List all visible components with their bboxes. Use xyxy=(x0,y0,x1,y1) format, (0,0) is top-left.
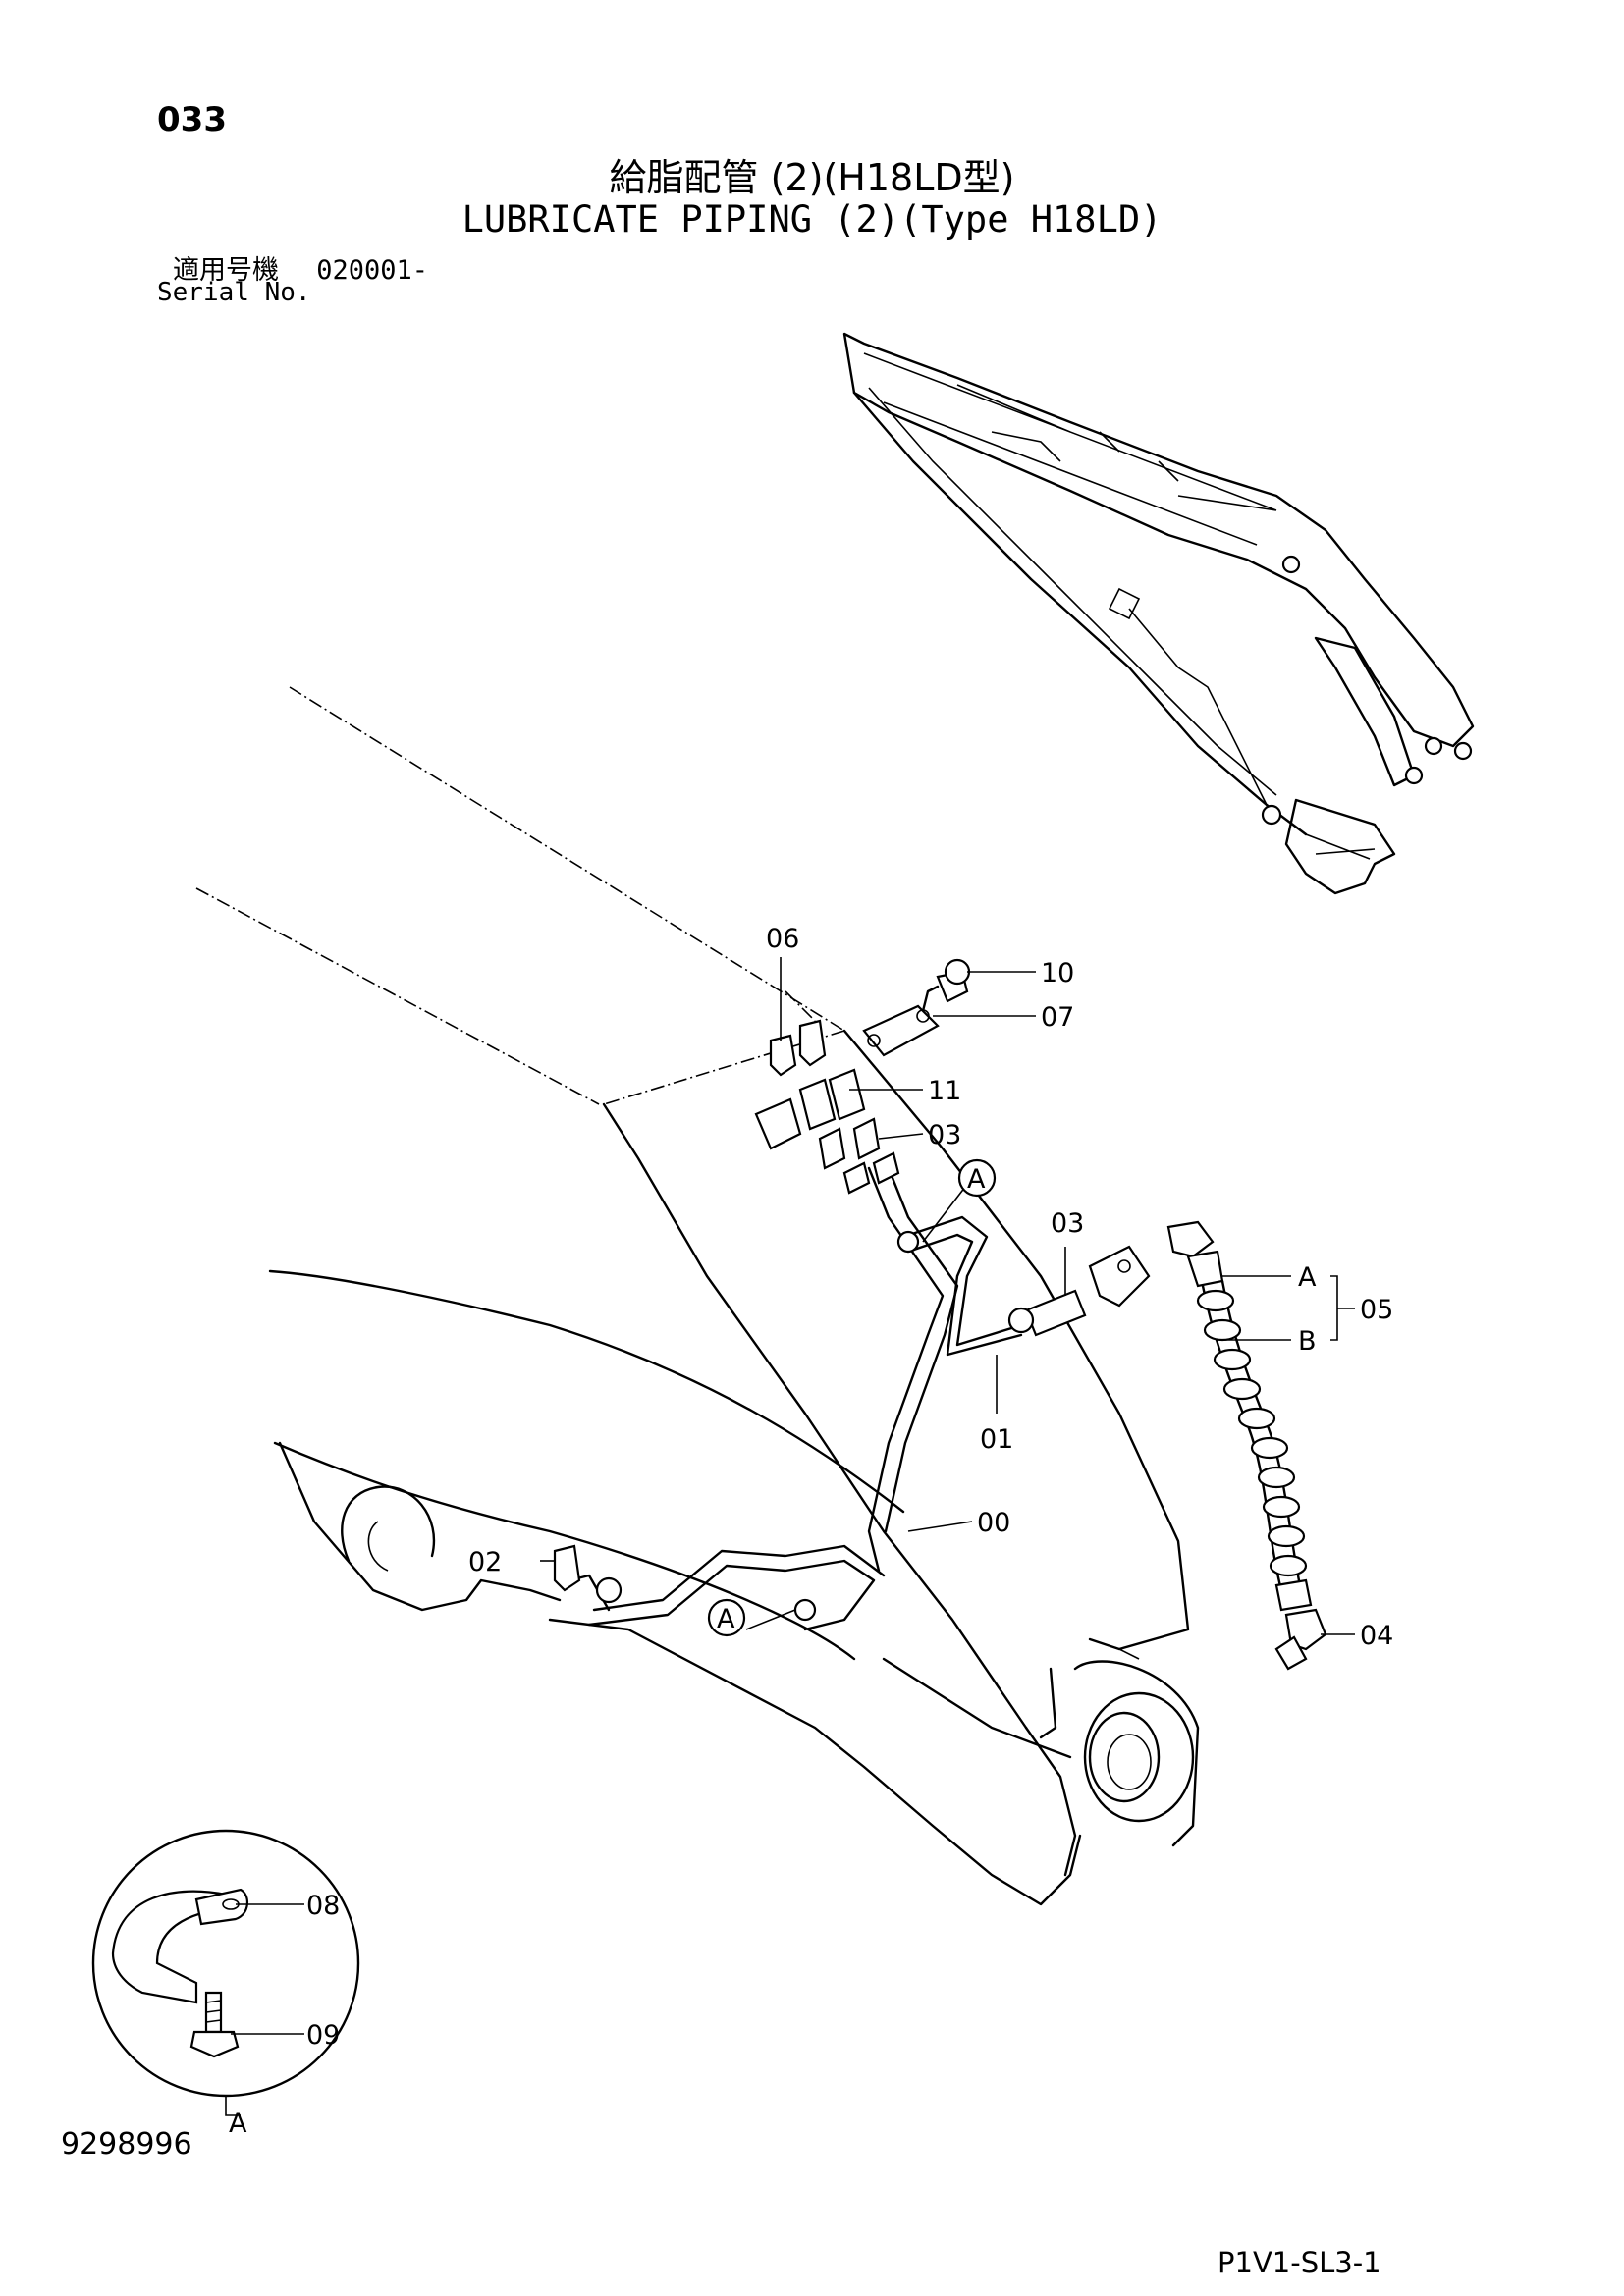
detail-view-a: 08 09 A xyxy=(91,1829,360,2139)
callout-03-upper: 03 xyxy=(928,1120,961,1150)
serial-label-japanese: 適用号機 xyxy=(173,255,279,286)
callout-04: 04 xyxy=(1360,1621,1393,1651)
callout-10: 10 xyxy=(1041,958,1074,988)
fittings xyxy=(553,958,1327,1671)
serial-label-english: Serial No. xyxy=(157,278,311,307)
leader-lines xyxy=(540,957,1355,1635)
page-title-japanese: 給脂配管 (2)(H18LD型) xyxy=(609,156,1015,199)
callout-02: 02 xyxy=(468,1547,502,1577)
arm-overview-illustration xyxy=(842,332,1475,895)
serial-applicability: 適用号機 020001- xyxy=(173,248,428,287)
drawing-number: 9298996 xyxy=(61,2127,192,2162)
callout-07: 07 xyxy=(1041,1002,1074,1033)
sheet-code: P1V1-SL3-1 xyxy=(1218,2246,1381,2279)
page-title-english: LUBRICATE PIPING (2)(Type H18LD) xyxy=(461,198,1163,240)
serial-value: 020001- xyxy=(316,255,429,286)
hose-end-a-label: A xyxy=(1298,1262,1317,1293)
callout-06: 06 xyxy=(766,924,799,954)
callout-05: 05 xyxy=(1360,1295,1393,1325)
lubricate-piping xyxy=(568,1166,1023,1631)
page-number: 033 xyxy=(157,100,227,139)
detail-ref-marker-lower: A xyxy=(717,1604,735,1634)
boom-phantom-outline xyxy=(195,686,845,1105)
callout-11: 11 xyxy=(928,1076,961,1106)
boom-body xyxy=(268,1029,1200,1906)
callout-00: 00 xyxy=(977,1508,1010,1538)
detail-reference-markers: A A xyxy=(707,1158,997,1637)
callout-09: 09 xyxy=(306,2020,340,2051)
callout-03-right: 03 xyxy=(1051,1208,1084,1239)
detail-view-label: A xyxy=(229,2109,247,2139)
detail-ref-marker-upper: A xyxy=(967,1164,986,1195)
callout-01: 01 xyxy=(980,1424,1013,1455)
hose-segments xyxy=(1196,1289,1308,1577)
callout-08: 08 xyxy=(306,1891,340,1921)
hose-end-b-label: B xyxy=(1298,1326,1317,1357)
callout-labels: 06 10 07 11 03 03 01 00 02 04 05 A B xyxy=(468,924,1393,1651)
